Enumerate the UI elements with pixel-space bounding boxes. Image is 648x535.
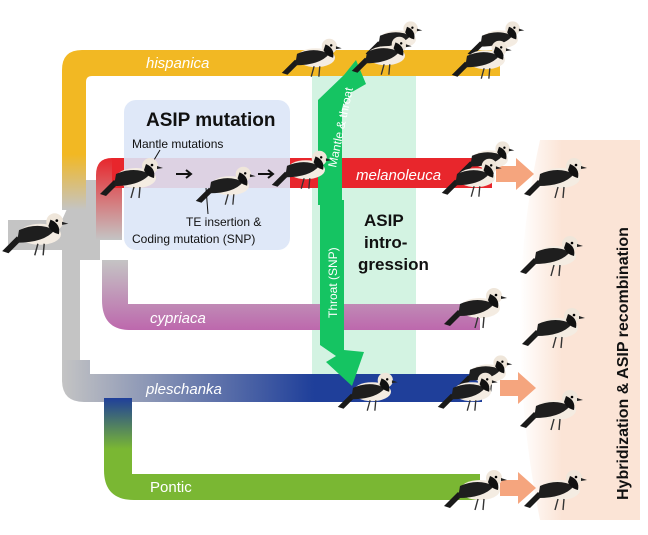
mantle-mutations-label: Mantle mutations [132,137,223,151]
te-insertion-label: TE insertion & [186,215,261,229]
coding-mutation-label: Coding mutation (SNP) [132,232,255,246]
hybrid-arrow-melanoleuca [496,158,534,190]
label-melanoleuca: melanoleuca [356,167,441,184]
introgression-label-1: ASIP [364,211,404,230]
recombination-label: Hybridization & ASIP recombination [615,227,632,500]
label-cypriaca: cypriaca [150,310,206,327]
branch-pleschanka [62,360,482,402]
mutation-box [124,100,290,250]
arrow-down-label: Throat (SNP) [326,247,340,318]
label-pontic: Pontic [150,479,192,496]
introgression-label-2: intro- [364,233,407,252]
branch-cypriaca [102,260,480,330]
mutation-arrow-2 [258,169,275,179]
label-hispanica: hispanica [146,55,209,72]
mutation-box-title: ASIP mutation [146,110,276,131]
hybrid-arrow-pleschanka [500,372,536,404]
branch-hispanica [62,50,500,210]
introgression-arrow-down [320,200,364,386]
introgression-arrow-up [318,60,366,205]
hybrid-arrow-pontic [500,472,536,504]
label-pleschanka: pleschanka [145,381,222,398]
ancestral-branch-lower [62,240,80,370]
introgression-label-3: gression [358,255,429,274]
hybrid-zone [520,140,640,520]
mutation-arrow-1 [176,169,193,179]
branch-pontic [104,398,480,500]
